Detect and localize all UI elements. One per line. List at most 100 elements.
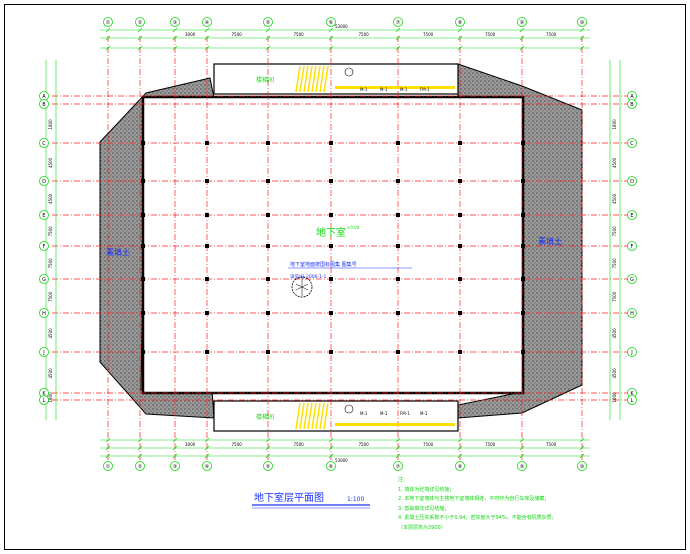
dim-tick (105, 453, 111, 459)
dim-text: 7500 (612, 226, 617, 237)
stair-tread (299, 65, 305, 93)
column (266, 141, 270, 145)
column (141, 244, 145, 248)
stair-tread (307, 65, 313, 93)
notes-heading: 注： (398, 477, 409, 483)
column (266, 311, 270, 315)
door-label: M-1 (380, 411, 388, 416)
dim-tick (105, 35, 111, 41)
dim-tick (519, 35, 525, 41)
stair-tread (319, 65, 325, 93)
dim-tick (265, 45, 271, 51)
dim-tick (328, 445, 334, 451)
axis-bubble (39, 176, 49, 186)
column (205, 213, 209, 217)
axis-label: ③ (173, 20, 177, 26)
column (205, 244, 209, 248)
dim-text: 1800 (612, 392, 617, 403)
axis-label: ⑦ (396, 20, 401, 26)
axis-label: J (42, 350, 44, 356)
column (141, 179, 145, 183)
column (141, 350, 145, 354)
dim-tick (579, 445, 585, 451)
dim-text: 7500 (48, 291, 53, 302)
dim-text: 7500 (423, 442, 434, 447)
column (521, 213, 525, 217)
dim-total: 53000 (335, 24, 348, 29)
dim-tick (579, 45, 585, 51)
axis-label: F (631, 244, 634, 250)
axis-bubble (627, 347, 637, 357)
column (521, 350, 525, 354)
sheet-border (4, 4, 686, 550)
column (396, 277, 400, 281)
dim-tick (395, 45, 401, 51)
dim-text: 4500 (48, 193, 53, 204)
column (521, 179, 525, 183)
dim-tick (265, 437, 271, 443)
dim-tick (137, 437, 143, 443)
dim-tick (328, 453, 334, 459)
dim-tick (137, 27, 143, 33)
column (458, 311, 462, 315)
dim-text: 4500 (48, 368, 53, 379)
axis-label: G (630, 277, 634, 283)
dim-tick (265, 27, 271, 33)
dim-tick (579, 437, 585, 443)
door-label: FM-1 (400, 411, 410, 416)
axis-bubble (39, 210, 49, 220)
axis-bubble (103, 17, 113, 27)
column (329, 277, 333, 281)
stair-marker (344, 404, 354, 414)
column (205, 179, 209, 183)
axis-label: C (630, 141, 634, 147)
axis-label: C (42, 141, 46, 147)
dim-tick (204, 45, 210, 51)
column (521, 141, 525, 145)
dim-text: 7500 (612, 258, 617, 269)
door-label: M-1 (420, 411, 428, 416)
column (205, 141, 209, 145)
stair-tread (311, 65, 317, 93)
column (141, 213, 145, 217)
dim-tick (395, 35, 401, 41)
column (329, 213, 333, 217)
column (521, 277, 525, 281)
axis-bubble (577, 17, 587, 27)
dim-tick (579, 27, 585, 33)
dim-total: 53000 (335, 458, 348, 463)
dim-tick (579, 453, 585, 459)
axis-label: K (42, 391, 46, 397)
dim-text: 3000 (185, 32, 196, 37)
column (396, 244, 400, 248)
dim-text: 3000 (185, 442, 196, 447)
axis-label: F (43, 244, 46, 250)
column (266, 179, 270, 183)
axis-bubble (39, 241, 49, 251)
column (329, 179, 333, 183)
column (396, 350, 400, 354)
column (205, 277, 209, 281)
note-item-5: （本层层高为3900） (398, 524, 446, 531)
dim-text: 4500 (612, 157, 617, 168)
dim-text: 4500 (612, 328, 617, 339)
column (141, 311, 145, 315)
door-label: M-1 (380, 87, 388, 92)
dim-tick (137, 453, 143, 459)
column (458, 277, 462, 281)
dim-text: 4500 (48, 157, 53, 168)
dim-tick (457, 35, 463, 41)
stair-tread (323, 65, 329, 93)
axis-bubble (627, 176, 637, 186)
door-strip (335, 423, 455, 426)
note-item-4: 4. 素填土压实系数不小于0.94，密实度大于94%，不能含有机质杂质； (398, 515, 557, 521)
dim-tick (519, 453, 525, 459)
drawing-scale: 1:100 (347, 496, 364, 503)
axis-label: ⑤ (266, 20, 270, 26)
dim-tick (204, 437, 210, 443)
axis-bubble (263, 17, 273, 27)
axis-label: ⑨ (520, 464, 524, 470)
axis-bubble (39, 347, 49, 357)
axis-label: A (630, 94, 634, 100)
